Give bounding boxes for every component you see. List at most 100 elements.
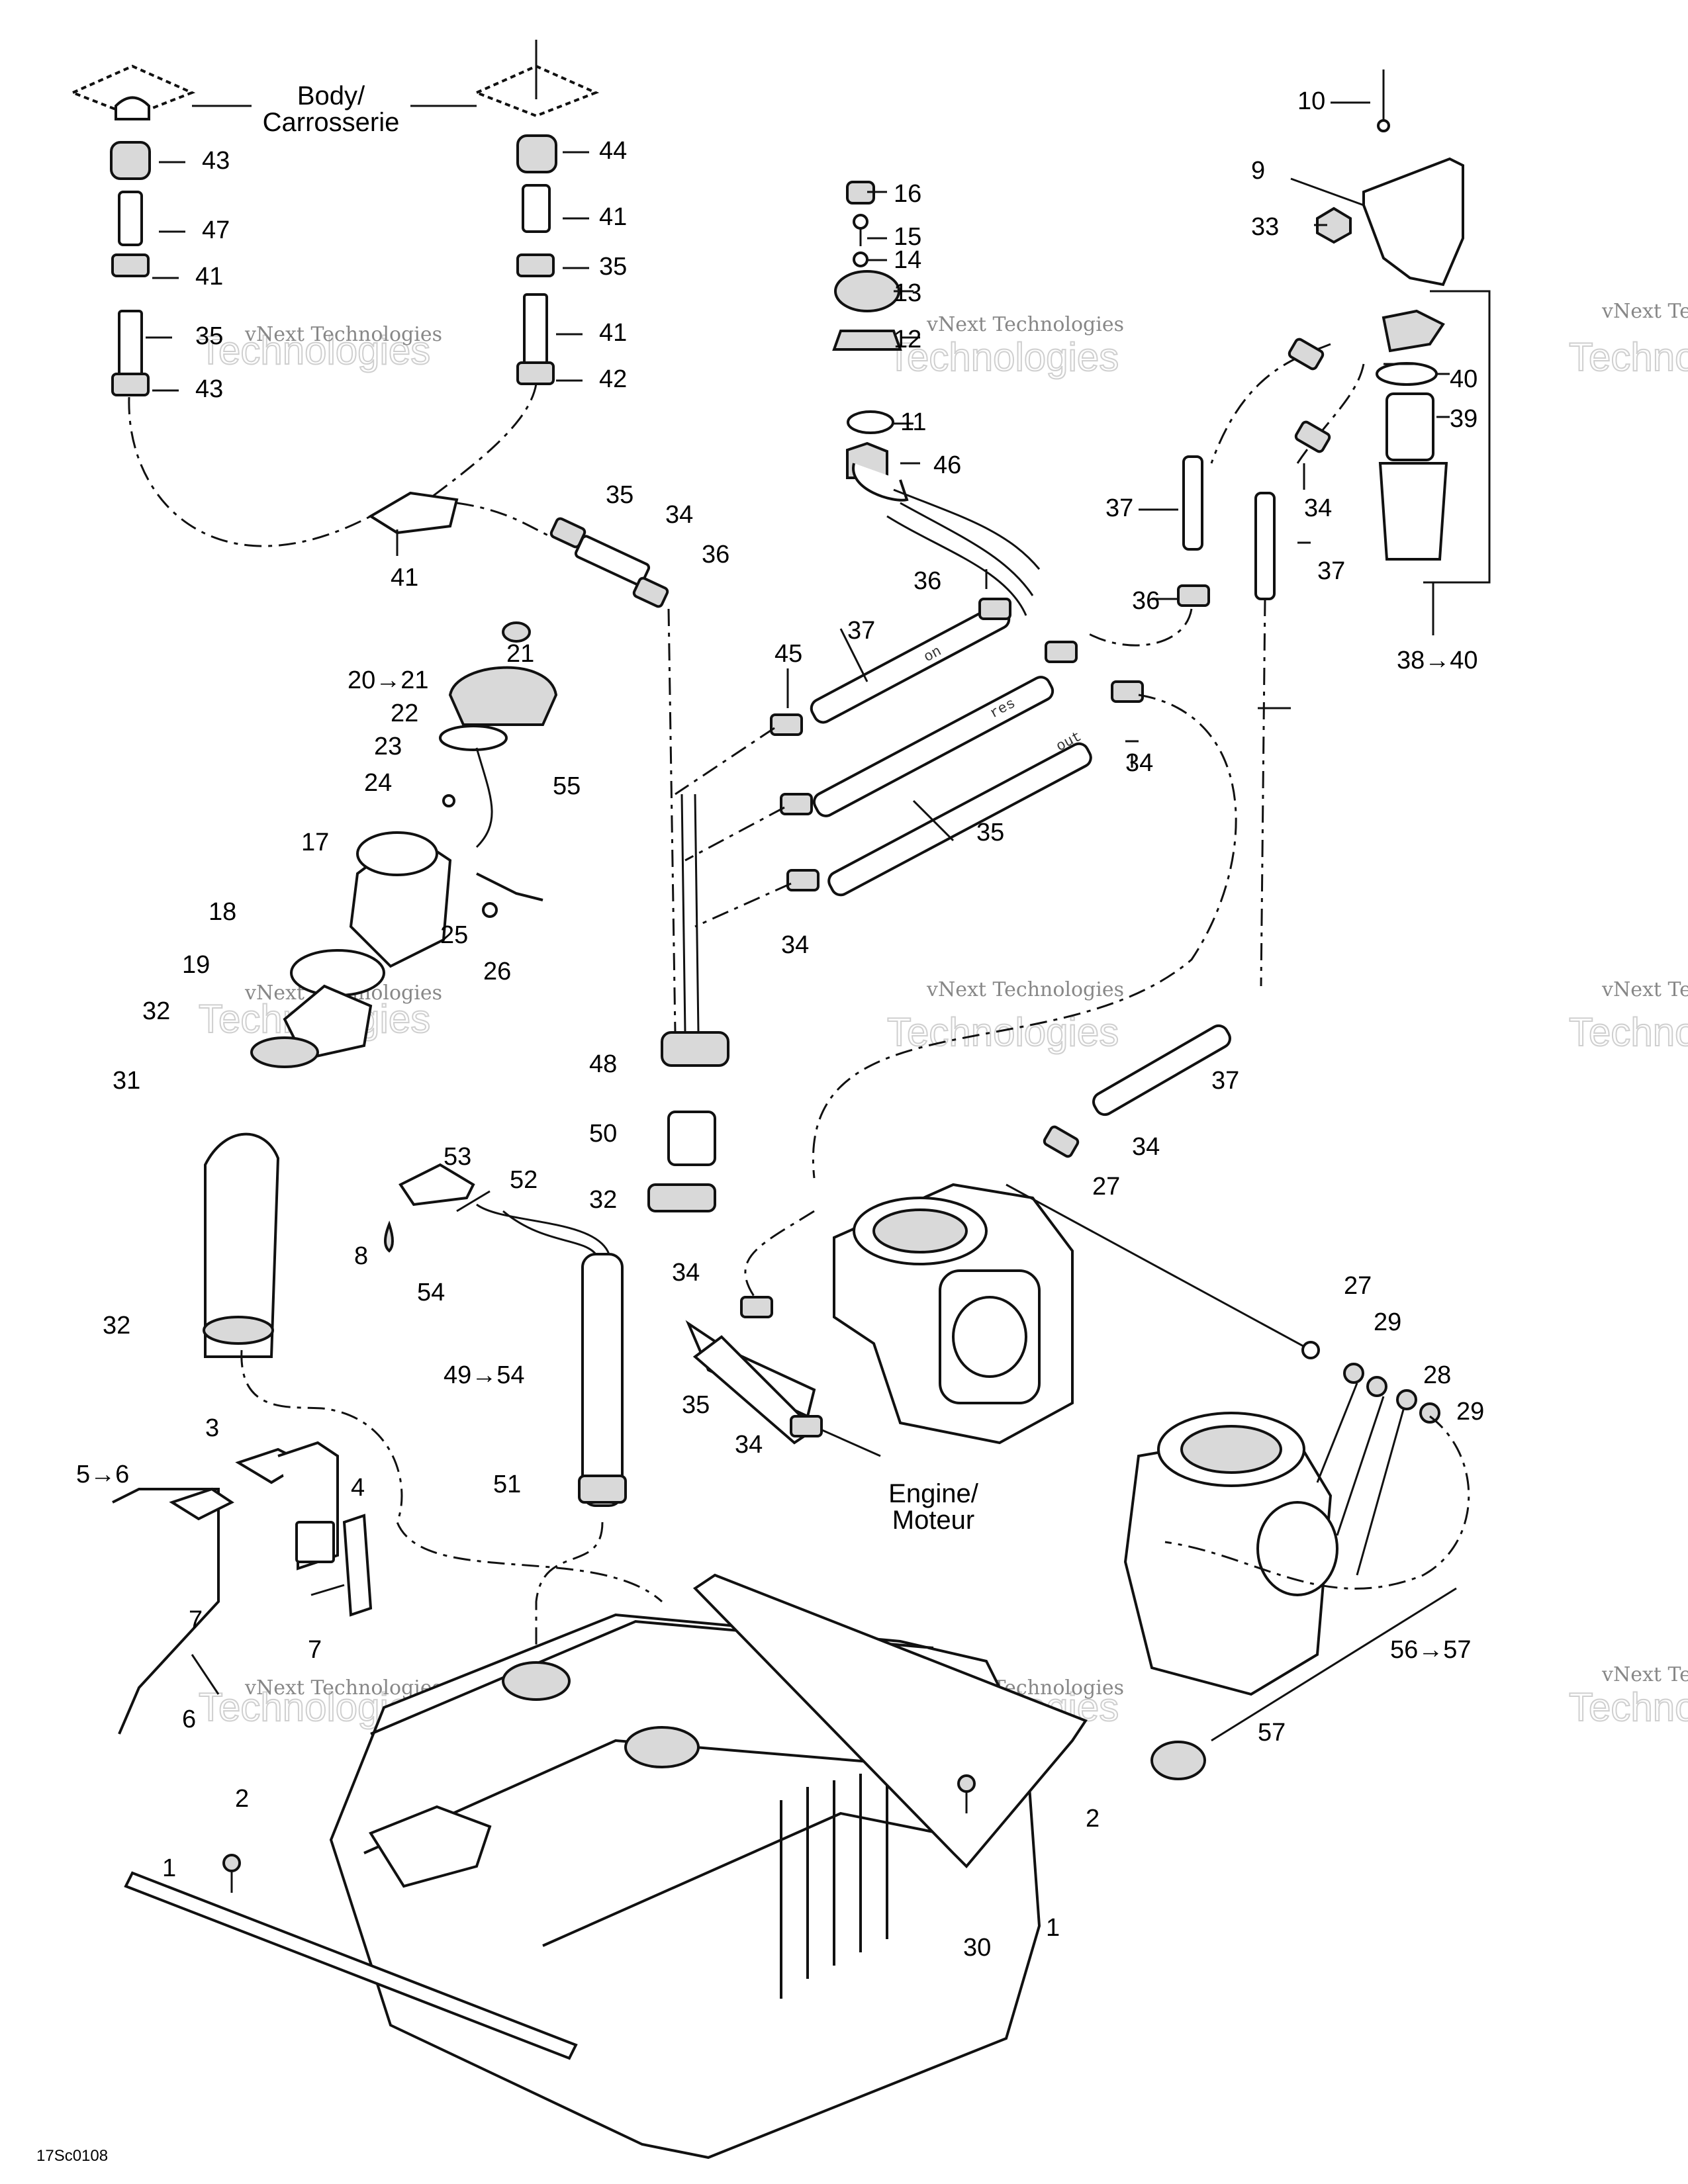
part-callout: 30 bbox=[963, 1934, 991, 1962]
part-callout: 16 bbox=[894, 180, 921, 208]
body-mount-left bbox=[69, 64, 196, 396]
part-callout: 33 bbox=[1251, 213, 1279, 241]
part-callout: 11 bbox=[900, 408, 926, 436]
part-callout: 35 bbox=[682, 1391, 710, 1419]
part-callout: 7 bbox=[189, 1606, 203, 1634]
part-callout: 32 bbox=[103, 1312, 130, 1340]
part-callout: 52 bbox=[510, 1166, 538, 1194]
vent-line bbox=[456, 502, 550, 537]
part-callout: 49→54 bbox=[444, 1361, 525, 1389]
part-callout: 32 bbox=[142, 997, 170, 1025]
part-callout: 13 bbox=[894, 279, 921, 307]
watermark-big: Technologies bbox=[199, 328, 430, 373]
part-callout: 26 bbox=[483, 958, 511, 985]
watermark-big: Technologies bbox=[887, 1010, 1119, 1054]
body-label-line1: Body/ bbox=[297, 81, 365, 111]
part-callout: 39 bbox=[1450, 405, 1477, 433]
body-mount-right bbox=[473, 40, 600, 385]
upper-right-hoses bbox=[1043, 338, 1331, 1158]
line bbox=[680, 794, 700, 1033]
part-callout: 44 bbox=[599, 137, 627, 165]
part-callout: 41 bbox=[195, 263, 223, 291]
part-callout: 37 bbox=[1317, 557, 1345, 585]
part-callout: 25 bbox=[440, 921, 468, 949]
leader-lines bbox=[146, 101, 1450, 842]
part-callout: 5→6 bbox=[76, 1461, 129, 1488]
part-callout: 37 bbox=[1105, 494, 1133, 522]
part-callout: 34 bbox=[1125, 749, 1153, 777]
part-callout: 4 bbox=[351, 1474, 365, 1502]
part-callout: 24 bbox=[364, 769, 392, 797]
vent-line-down bbox=[667, 608, 677, 1033]
drawing-code: 17Sc0108 bbox=[36, 2147, 108, 2165]
part-callout: 37 bbox=[1211, 1067, 1239, 1095]
watermark-big: Technologies bbox=[1569, 335, 1688, 379]
part-callout: 35 bbox=[599, 253, 627, 281]
watermark-text: vNext Technologies bbox=[1601, 978, 1688, 1001]
part-callout: 43 bbox=[202, 147, 230, 175]
carburetor-secondary bbox=[1123, 1341, 1470, 1780]
part-callout: 40 bbox=[1450, 365, 1477, 393]
watermark-big: Technologies bbox=[1569, 1685, 1688, 1729]
part-callout: 14 bbox=[894, 246, 921, 274]
part-callout: 10 bbox=[1297, 87, 1325, 115]
part-callout: 28 bbox=[1423, 1361, 1451, 1389]
mounting-rails bbox=[124, 1573, 1088, 2060]
part-callout: 20→21 bbox=[348, 666, 429, 694]
part-callout: 29 bbox=[1456, 1398, 1484, 1426]
y-connector bbox=[368, 491, 459, 535]
part-callout: 41 bbox=[599, 319, 627, 347]
watermark-text: vNext Technologies bbox=[1601, 300, 1688, 323]
part-callout: 42 bbox=[599, 365, 627, 393]
sender-assembly bbox=[384, 1031, 729, 1754]
body-label-line2: Carrosserie bbox=[263, 108, 400, 137]
fuel-valve-parts bbox=[832, 181, 909, 502]
part-callout: 23 bbox=[374, 733, 402, 760]
part-callout: 22 bbox=[391, 700, 418, 727]
watermark-text: vNext Technologies bbox=[926, 313, 1124, 336]
watermark-text: vNext Technologies bbox=[244, 323, 442, 346]
part-callout: 6 bbox=[182, 1706, 196, 1733]
part-callout: 56→57 bbox=[1390, 1636, 1472, 1664]
vent-line-left bbox=[128, 396, 371, 547]
part-callout: 31 bbox=[113, 1067, 140, 1095]
part-callout: 51 bbox=[493, 1471, 521, 1498]
part-callout: 2 bbox=[1086, 1805, 1100, 1833]
part-callout: 34 bbox=[1132, 1133, 1160, 1161]
part-callout: 21 bbox=[506, 640, 534, 668]
part-callout: 57 bbox=[1258, 1719, 1286, 1747]
part-callout: 29 bbox=[1374, 1308, 1401, 1336]
hose bbox=[574, 535, 651, 586]
part-callout: 34 bbox=[1304, 494, 1332, 522]
part-callout: 27 bbox=[1092, 1173, 1120, 1201]
part-callout: 36 bbox=[914, 567, 941, 595]
part-callout: 38→40 bbox=[1397, 647, 1478, 674]
vent-line-right bbox=[423, 383, 538, 504]
part-callout: 34 bbox=[781, 931, 809, 959]
part-callout: 9 bbox=[1251, 157, 1265, 185]
part-callout: 45 bbox=[774, 640, 802, 668]
part-callout: 41 bbox=[599, 203, 627, 231]
part-callout: 46 bbox=[933, 451, 961, 479]
part-callout: 48 bbox=[589, 1050, 617, 1078]
watermark-big: Technologies bbox=[887, 335, 1119, 379]
part-callout: 43 bbox=[195, 375, 223, 403]
part-callout: 19 bbox=[182, 951, 210, 979]
part-callout: 17 bbox=[301, 829, 329, 856]
part-callout: 34 bbox=[735, 1431, 763, 1459]
part-callout: 32 bbox=[589, 1186, 617, 1214]
part-callout: 35 bbox=[195, 322, 223, 350]
part-callout: 41 bbox=[391, 564, 418, 592]
watermark-text: vNext Technologies bbox=[1601, 1663, 1688, 1686]
part-callout: 1 bbox=[162, 1854, 176, 1882]
valve-hoses bbox=[886, 488, 1041, 616]
part-callout: 8 bbox=[354, 1242, 368, 1270]
part-callout: 27 bbox=[1344, 1272, 1372, 1300]
clamp bbox=[632, 576, 669, 608]
fuel-hoses: on res out bbox=[675, 598, 1237, 1179]
part-callout: 2 bbox=[235, 1785, 249, 1813]
part-callout: 55 bbox=[553, 772, 581, 800]
part-callout: 1 bbox=[1046, 1914, 1060, 1942]
watermark-text: vNext Technologies bbox=[244, 1676, 442, 1700]
